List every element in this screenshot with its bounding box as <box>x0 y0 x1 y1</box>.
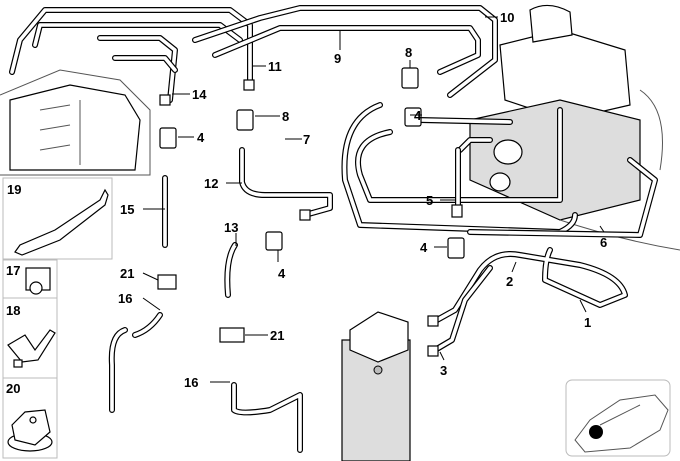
callout-12: 12 <box>204 176 218 191</box>
master-cylinder-reservoir <box>469 4 680 251</box>
leader-lines <box>142 16 605 383</box>
callout-16: 16 <box>184 375 198 390</box>
brake-line-6-fill <box>213 26 480 74</box>
callout-2: 2 <box>506 274 513 289</box>
brake-line-3 <box>97 35 178 103</box>
brake-line-10-fill <box>356 108 562 202</box>
bracket-21b <box>219 327 245 343</box>
brake-line-3-fill <box>98 36 177 102</box>
callout-4: 4 <box>278 266 286 281</box>
inset-label-19: 19 <box>7 182 21 197</box>
fitting-8a <box>236 109 254 131</box>
brake-line-9-fill <box>342 103 577 234</box>
car-location-icon <box>589 425 603 439</box>
callout-15: 15 <box>120 202 134 217</box>
callout-labels: 10 9 8 11 14 8 7 4 4 12 5 15 13 6 4 4 2 … <box>118 10 607 390</box>
fitting-4c <box>447 237 465 259</box>
callout-16: 16 <box>118 291 132 306</box>
callout-5: 5 <box>426 193 433 208</box>
callout-10: 10 <box>500 10 514 25</box>
brake-line-17-fill <box>433 266 492 352</box>
inset-17: 17 <box>2 259 58 299</box>
callout-11: 11 <box>268 59 282 74</box>
callout-8: 8 <box>282 109 289 124</box>
brake-lines <box>9 5 658 453</box>
callout-4: 4 <box>420 240 428 255</box>
callout-7: 7 <box>303 132 310 147</box>
vehicle-location-thumbnail <box>565 379 671 457</box>
brake-line-16 <box>434 247 628 323</box>
fitting-end <box>427 345 439 357</box>
callout-8: 8 <box>405 45 412 60</box>
callout-13: 13 <box>224 220 238 235</box>
brake-line-20-fill <box>232 383 302 452</box>
brake-line-5-fill <box>193 6 497 97</box>
inset-18: 18 <box>2 297 58 379</box>
brake-booster-left <box>0 69 151 176</box>
inset-20: 20 <box>2 377 58 459</box>
callout-1: 1 <box>584 315 591 330</box>
inset-panels: 19 17 18 20 <box>2 177 113 459</box>
bracket-21a <box>157 274 177 290</box>
inset-19: 19 <box>2 177 113 260</box>
inset-label-18: 18 <box>6 303 20 318</box>
brake-line-18-fill <box>109 328 127 412</box>
brake-line-1 <box>9 7 253 88</box>
fitting-4a <box>159 127 177 149</box>
fitting-end <box>451 204 463 218</box>
fitting-end <box>243 79 255 91</box>
fitting-4b <box>404 107 422 127</box>
brake-line-15-fill <box>225 243 237 297</box>
brake-line-20 <box>231 382 303 453</box>
inset-label-20: 20 <box>6 381 20 396</box>
callout-3: 3 <box>440 363 447 378</box>
callout-4: 4 <box>414 108 422 123</box>
fitting-4d <box>265 231 283 251</box>
inset-label-17: 17 <box>6 263 20 278</box>
brake-line-16-fill <box>435 248 627 322</box>
brake-line-19-fill <box>133 313 162 337</box>
callout-6: 6 <box>600 235 607 250</box>
brake-line-7 <box>239 147 333 218</box>
brake-line-2-fill <box>33 23 242 47</box>
callout-21: 21 <box>270 328 284 343</box>
brake-line-14-fill <box>468 158 657 237</box>
callout-4: 4 <box>197 130 205 145</box>
brake-line-4-fill <box>113 56 177 72</box>
brake-line-6 <box>212 25 481 75</box>
callout-9: 9 <box>334 51 341 66</box>
fitting-end <box>299 209 311 221</box>
callout-21: 21 <box>120 266 134 281</box>
accumulator-cylinder <box>341 311 411 461</box>
callout-14: 14 <box>192 87 207 102</box>
fitting-end <box>427 315 439 327</box>
brake-line-12-fill <box>458 138 492 152</box>
fitting-end <box>159 94 171 106</box>
brake-line-1-fill <box>10 8 252 87</box>
brake-line-11-fill <box>418 118 512 124</box>
brake-line-7-fill <box>240 148 332 217</box>
fittings <box>157 67 465 357</box>
fitting-8b <box>401 67 419 89</box>
